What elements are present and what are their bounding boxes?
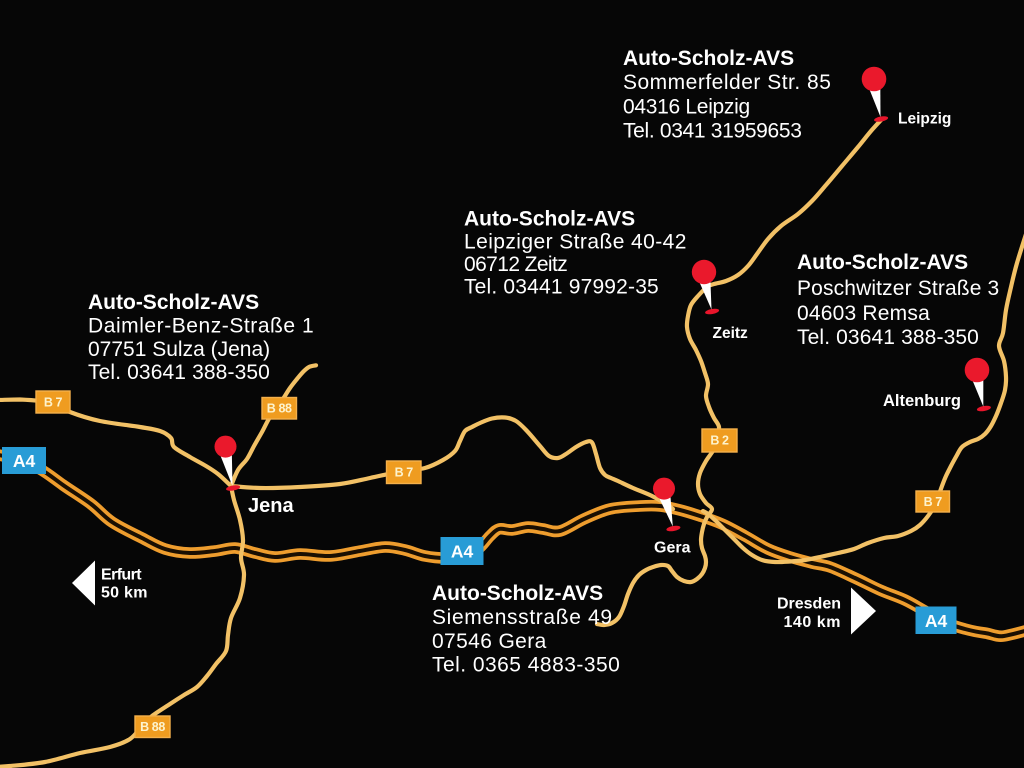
svg-text:Altenburg: Altenburg	[883, 392, 961, 410]
svg-text:B 7: B 7	[924, 495, 943, 509]
svg-text:06712 Zeitz: 06712 Zeitz	[464, 253, 567, 276]
svg-text:Gera: Gera	[654, 540, 691, 557]
svg-text:Tel. 03641 388-350: Tel. 03641 388-350	[797, 326, 979, 349]
svg-text:A4: A4	[13, 451, 36, 471]
svg-text:B 7: B 7	[395, 466, 414, 480]
svg-text:Auto-Scholz-AVS: Auto-Scholz-AVS	[432, 582, 603, 605]
svg-text:Zeitz: Zeitz	[713, 325, 749, 342]
svg-text:50 km: 50 km	[101, 585, 148, 602]
svg-text:Erfurt: Erfurt	[101, 567, 142, 584]
svg-text:Leipziger Straße 40-42: Leipziger Straße 40-42	[464, 231, 687, 254]
svg-text:Siemensstraße 49: Siemensstraße 49	[432, 606, 613, 629]
svg-text:B 88: B 88	[140, 720, 165, 734]
svg-text:B 7: B 7	[44, 396, 63, 410]
svg-text:A4: A4	[451, 542, 474, 562]
svg-text:Auto-Scholz-AVS: Auto-Scholz-AVS	[464, 208, 635, 231]
svg-text:Auto-Scholz-AVS: Auto-Scholz-AVS	[88, 291, 259, 314]
svg-text:Tel. 03641 388-350: Tel. 03641 388-350	[88, 361, 270, 384]
svg-text:B 2: B 2	[710, 434, 729, 448]
svg-text:Poschwitzer Straße 3: Poschwitzer Straße 3	[797, 277, 999, 300]
svg-text:07546 Gera: 07546 Gera	[432, 630, 547, 653]
svg-text:Auto-Scholz-AVS: Auto-Scholz-AVS	[797, 251, 968, 274]
svg-text:Jena: Jena	[248, 495, 294, 517]
svg-text:A4: A4	[925, 611, 948, 631]
svg-text:B 88: B 88	[267, 402, 292, 416]
svg-text:Auto-Scholz-AVS: Auto-Scholz-AVS	[623, 47, 794, 70]
svg-text:04316 Leipzig: 04316 Leipzig	[623, 96, 750, 119]
svg-text:04603 Remsa: 04603 Remsa	[797, 302, 930, 325]
svg-text:Tel. 03441 97992-35: Tel. 03441 97992-35	[464, 276, 659, 299]
svg-text:Daimler-Benz-Straße 1: Daimler-Benz-Straße 1	[88, 315, 314, 338]
svg-text:07751 Sulza (Jena): 07751 Sulza (Jena)	[88, 338, 270, 361]
svg-text:Tel. 0341 31959653: Tel. 0341 31959653	[623, 120, 802, 143]
svg-text:Dresden: Dresden	[777, 596, 841, 613]
svg-text:Sommerfelder Str. 85: Sommerfelder Str. 85	[623, 71, 831, 94]
svg-text:140 km: 140 km	[783, 614, 841, 631]
svg-text:Tel. 0365 4883-350: Tel. 0365 4883-350	[432, 654, 620, 677]
svg-text:Leipzig: Leipzig	[898, 111, 951, 128]
